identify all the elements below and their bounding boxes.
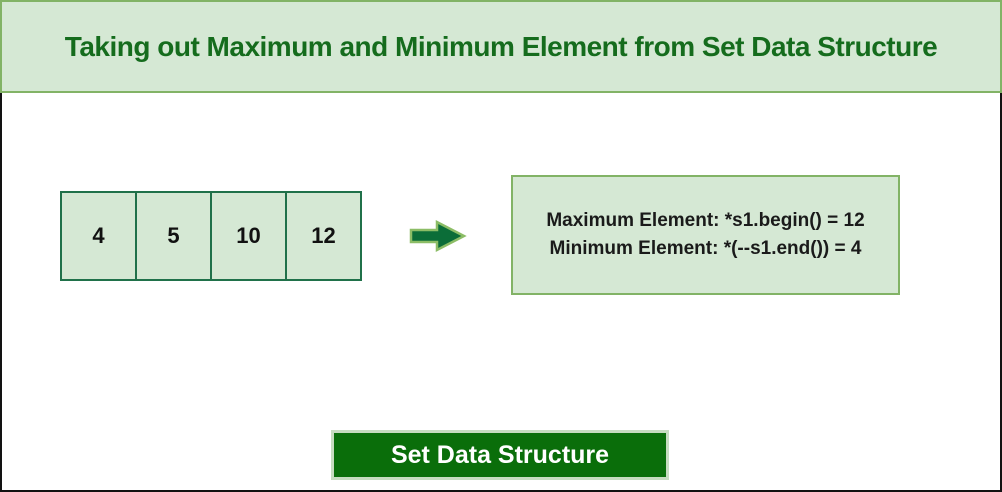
set-array-row: 4 5 10 12	[60, 191, 362, 281]
result-line-minimum: Minimum Element: *(--s1.end()) = 4	[549, 238, 862, 259]
footer-label-box: Set Data Structure	[331, 430, 669, 480]
result-box: Maximum Element: *s1.begin() = 12 Minimu…	[511, 175, 900, 295]
array-cell: 5	[135, 191, 212, 281]
result-line-maximum: Maximum Element: *s1.begin() = 12	[546, 210, 865, 231]
array-cell: 12	[285, 191, 362, 281]
right-arrow-icon	[409, 219, 467, 253]
page-title: Taking out Maximum and Minimum Element f…	[64, 30, 938, 62]
array-cell: 10	[210, 191, 287, 281]
title-banner: Taking out Maximum and Minimum Element f…	[0, 0, 1002, 93]
footer-label: Set Data Structure	[390, 440, 610, 469]
array-cell: 4	[60, 191, 137, 281]
